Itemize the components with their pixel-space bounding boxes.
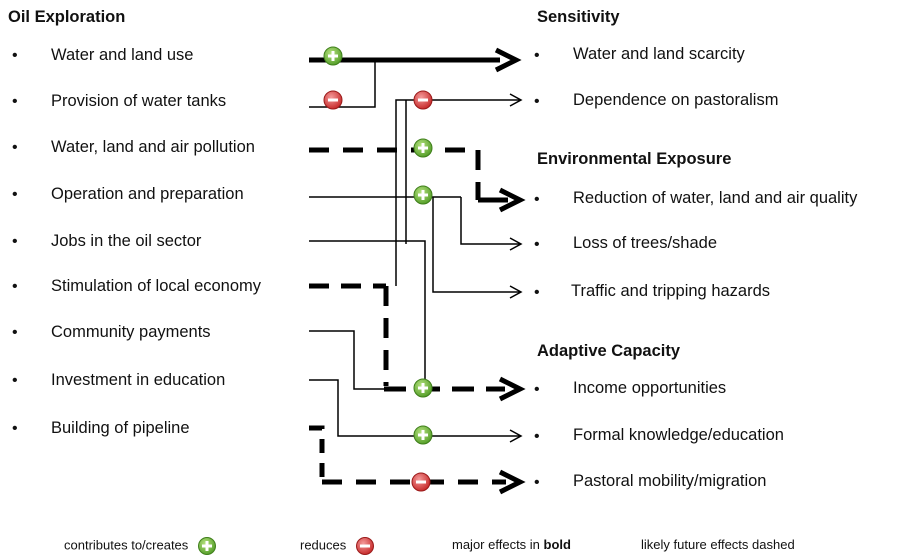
link-jobs bbox=[309, 240, 426, 389]
item-dependence-pastoralism: Dependence on pastoralism bbox=[573, 91, 779, 109]
legend-major-effects: major effects in bold bbox=[452, 537, 571, 552]
item-formal-knowledge: Formal knowledge/education bbox=[573, 426, 784, 444]
item-income-opportunities: Income opportunities bbox=[573, 379, 727, 397]
bullet: • bbox=[12, 278, 18, 295]
bullet: • bbox=[12, 139, 18, 156]
plus-icon bbox=[413, 425, 433, 445]
minus-icon bbox=[411, 472, 431, 492]
link-local-economy bbox=[309, 283, 389, 386]
bullet: • bbox=[534, 47, 540, 64]
bullet: • bbox=[534, 284, 540, 301]
bullet: • bbox=[12, 186, 18, 203]
item-pollution: Water, land and air pollution bbox=[51, 138, 255, 156]
item-water-tanks: Provision of water tanks bbox=[51, 92, 227, 110]
bullet: • bbox=[534, 381, 540, 398]
legend-major-prefix: major effects in bbox=[452, 537, 544, 552]
legend-reduces-label: reduces bbox=[300, 537, 347, 553]
link-dependence-pastoralism bbox=[395, 93, 523, 286]
plus-icon bbox=[413, 378, 433, 398]
bullet: • bbox=[12, 233, 18, 250]
link-operation bbox=[309, 196, 523, 299]
item-pipeline: Building of pipeline bbox=[51, 419, 190, 437]
bullet: • bbox=[534, 474, 540, 491]
item-jobs: Jobs in the oil sector bbox=[51, 232, 202, 250]
plus-icon bbox=[197, 537, 216, 555]
plus-icon bbox=[323, 46, 343, 66]
legend-contributes: contributes to/creates bbox=[64, 537, 216, 555]
legend-future-dashed: likely future effects dashed bbox=[641, 537, 795, 552]
legend-contributes-label: contributes to/creates bbox=[64, 537, 189, 553]
item-traffic-hazards: Traffic and tripping hazards bbox=[571, 282, 771, 300]
link-community-payments bbox=[309, 330, 400, 390]
bullet: • bbox=[534, 428, 540, 445]
bullet: • bbox=[12, 372, 18, 389]
bullet: • bbox=[534, 236, 540, 253]
minus-icon bbox=[355, 537, 374, 555]
adaptive-capacity-heading: Adaptive Capacity bbox=[537, 342, 681, 360]
item-reduction-quality: Reduction of water, land and air quality bbox=[573, 189, 858, 207]
plus-icon bbox=[413, 185, 433, 205]
item-water-land-scarcity: Water and land scarcity bbox=[573, 45, 745, 63]
bullet: • bbox=[12, 420, 18, 437]
environmental-exposure-heading: Environmental Exposure bbox=[537, 150, 732, 168]
oil-exploration-heading: Oil Exploration bbox=[8, 8, 126, 26]
item-loss-trees: Loss of trees/shade bbox=[573, 234, 718, 252]
legend-major-bold: bold bbox=[543, 537, 571, 552]
plus-icon bbox=[413, 138, 433, 158]
link-pollution bbox=[309, 147, 526, 213]
bullet: • bbox=[12, 324, 18, 341]
minus-icon bbox=[413, 90, 433, 110]
link-income bbox=[384, 376, 526, 402]
bullet: • bbox=[12, 93, 18, 110]
bullet: • bbox=[12, 47, 18, 64]
item-water-land-use: Water and land use bbox=[51, 46, 194, 64]
minus-icon bbox=[323, 90, 343, 110]
item-pastoral-mobility: Pastoral mobility/migration bbox=[573, 472, 767, 490]
link-pipeline bbox=[309, 425, 526, 495]
sensitivity-heading: Sensitivity bbox=[537, 8, 620, 26]
item-operation: Operation and preparation bbox=[51, 185, 244, 203]
item-education: Investment in education bbox=[51, 371, 226, 389]
bullet: • bbox=[534, 93, 540, 110]
item-local-economy: Stimulation of local economy bbox=[51, 277, 262, 295]
item-community-payments: Community payments bbox=[51, 323, 211, 341]
legend-reduces: reduces bbox=[300, 537, 374, 555]
bullet: • bbox=[534, 191, 540, 208]
